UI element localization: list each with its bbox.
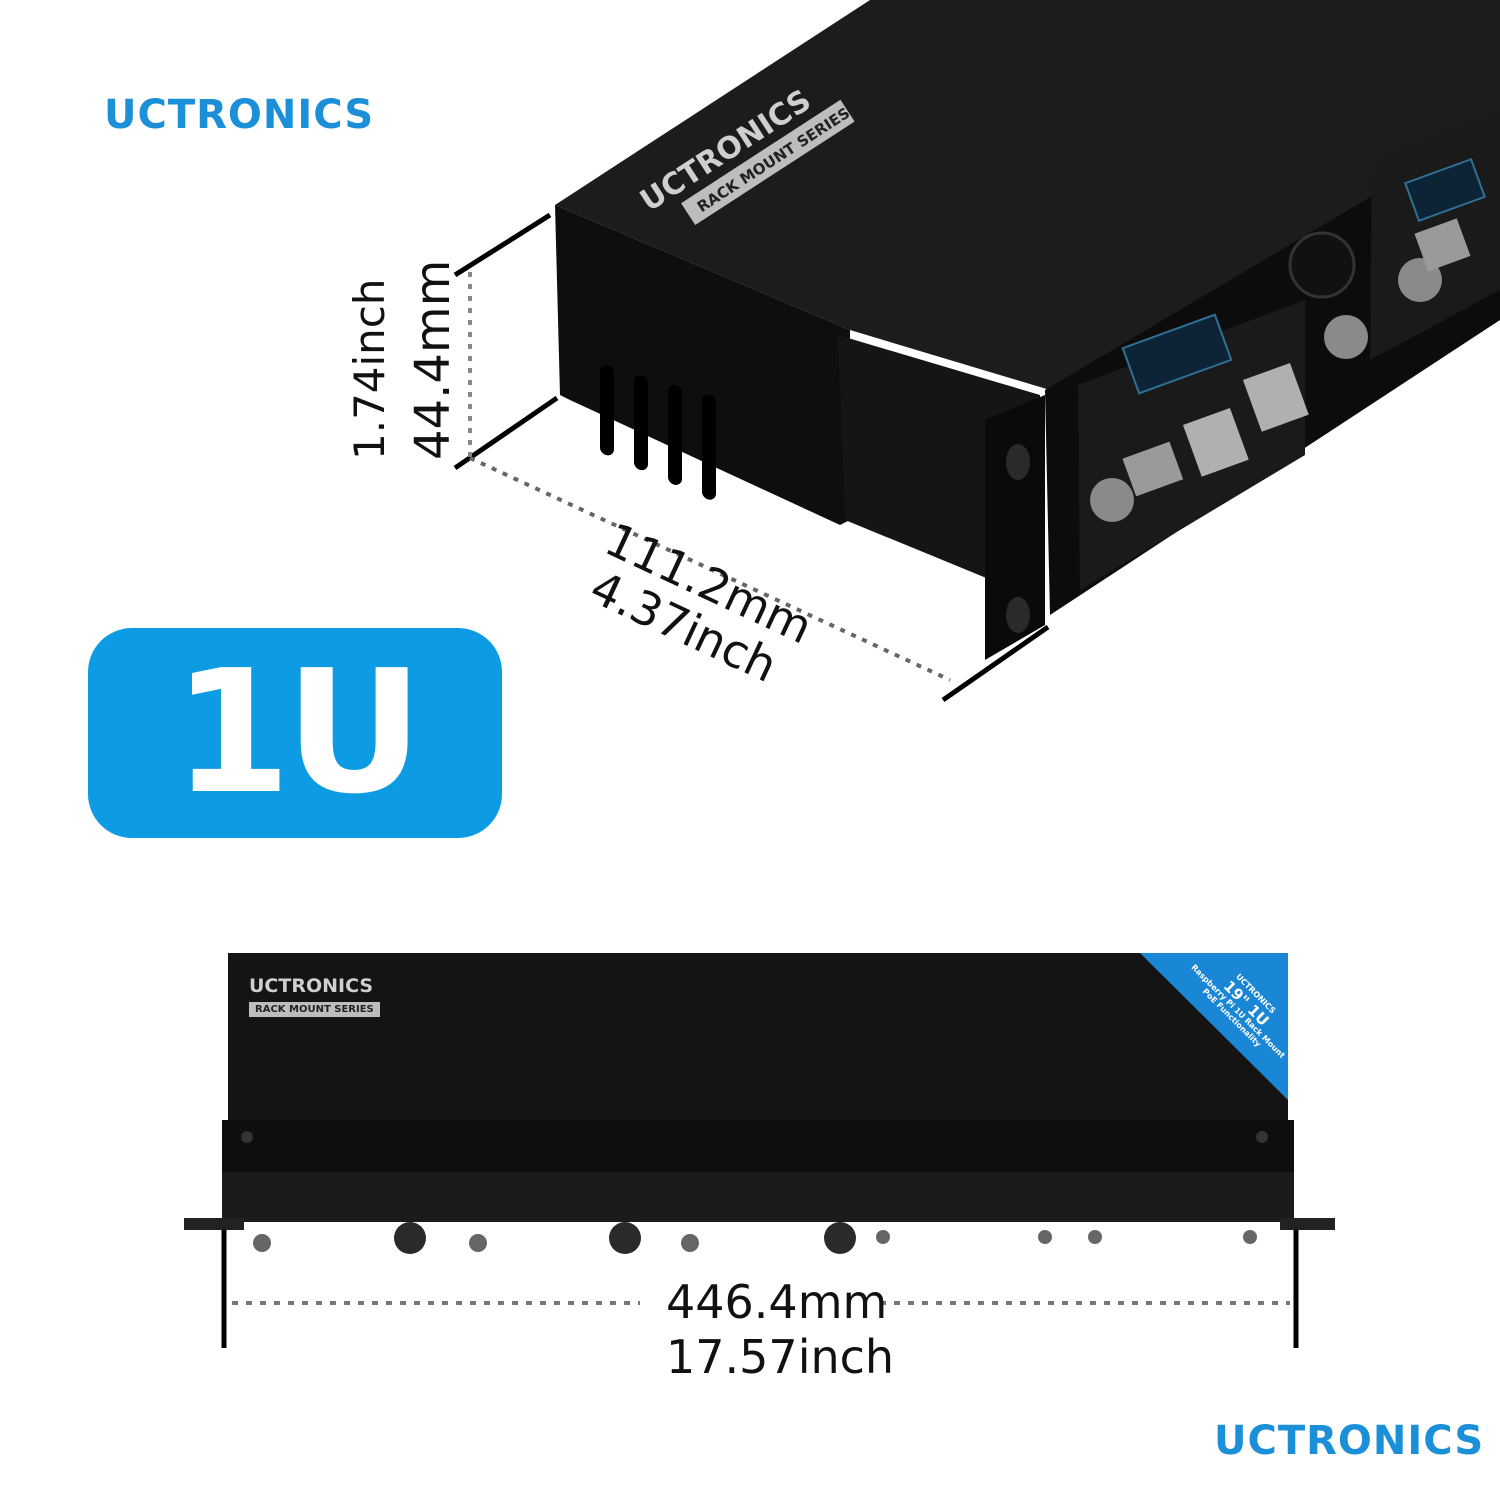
brand-logo-bottom: UCTRONICS: [1214, 1418, 1485, 1464]
rack-ear-right: [1280, 1218, 1335, 1230]
width-label-mm: 446.4mm: [666, 1275, 888, 1329]
size-badge-label: 1U: [172, 634, 423, 832]
rack-ear: [985, 395, 1045, 660]
height-label-mm: 44.4mm: [405, 259, 461, 460]
front-chassis-body: [228, 953, 1288, 1123]
rack-ear-left: [184, 1218, 244, 1230]
height-dim-line-top: [453, 212, 552, 278]
chassis-side-panel: [555, 205, 850, 525]
front-logo-text: UCTRONICS: [249, 975, 374, 997]
size-badge: 1U: [88, 628, 502, 838]
chassis-top-surface: [555, 0, 1500, 390]
power-button: [1288, 231, 1356, 299]
thumb-screw: [1090, 478, 1134, 522]
front-lower-panel: [222, 1120, 1294, 1172]
depth-dim-dotted: [469, 456, 951, 682]
depth-dim-line-end: [941, 624, 1050, 703]
height-label-in: 1.74inch: [345, 278, 394, 460]
front-logo: UCTRONICS RACK MOUNT SERIES: [249, 975, 380, 1017]
brand-logo-top: UCTRONICS: [104, 92, 375, 138]
side-vents: [600, 365, 716, 500]
front-series-plate: RACK MOUNT SERIES: [249, 1002, 380, 1017]
rack-chassis-angled-image: UCTRONICS RACK MOUNT SERIES: [453, 0, 1500, 703]
oled-display: [1121, 313, 1233, 395]
front-corner-label-text: UCTRONICS 19" 1U Raspberry Pi 1U Rack Mo…: [1189, 963, 1287, 1061]
width-label-in: 17.57inch: [666, 1330, 895, 1384]
front-ports: [253, 1222, 1257, 1254]
